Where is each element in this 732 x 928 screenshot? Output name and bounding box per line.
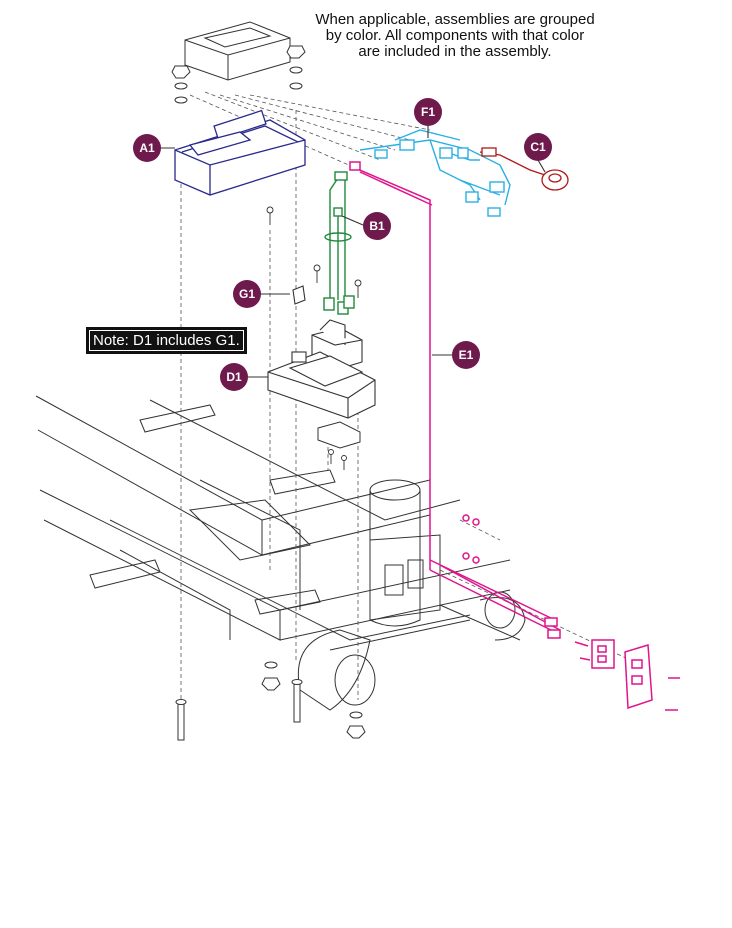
- note-line-3: are included in the assembly.: [358, 43, 552, 60]
- plug-lower: [317, 421, 361, 449]
- harness-e1: [349, 161, 680, 711]
- bottom-hardware: [175, 661, 366, 741]
- controller-cover: [184, 21, 291, 81]
- callout-a1: A1: [133, 134, 161, 162]
- module-d1: [267, 351, 376, 419]
- fuse-g1: [292, 285, 306, 305]
- screws-small: [266, 206, 362, 470]
- buzzer-c1: [479, 147, 569, 191]
- harness-b1: [323, 171, 355, 315]
- callout-d1: D1: [220, 363, 248, 391]
- callout-f1: F1: [414, 98, 442, 126]
- frame: [35, 395, 526, 711]
- assembly-color-note: When applicable, assemblies are grouped …: [290, 12, 620, 60]
- d1-includes-g1-note: Note: D1 includes G1.: [86, 327, 247, 354]
- controller-a1: [174, 109, 306, 196]
- callout-b1: B1: [363, 212, 391, 240]
- callout-c1: C1: [524, 133, 552, 161]
- callout-e1: E1: [452, 341, 480, 369]
- fastener-stack-right: [286, 45, 306, 90]
- fastener-stack-left: [171, 65, 191, 104]
- note-line-1: When applicable, assemblies are grouped: [315, 11, 595, 28]
- harness-f1: [359, 129, 511, 217]
- callout-g1: G1: [233, 280, 261, 308]
- note-line-2: by color. All components with that color: [325, 27, 585, 44]
